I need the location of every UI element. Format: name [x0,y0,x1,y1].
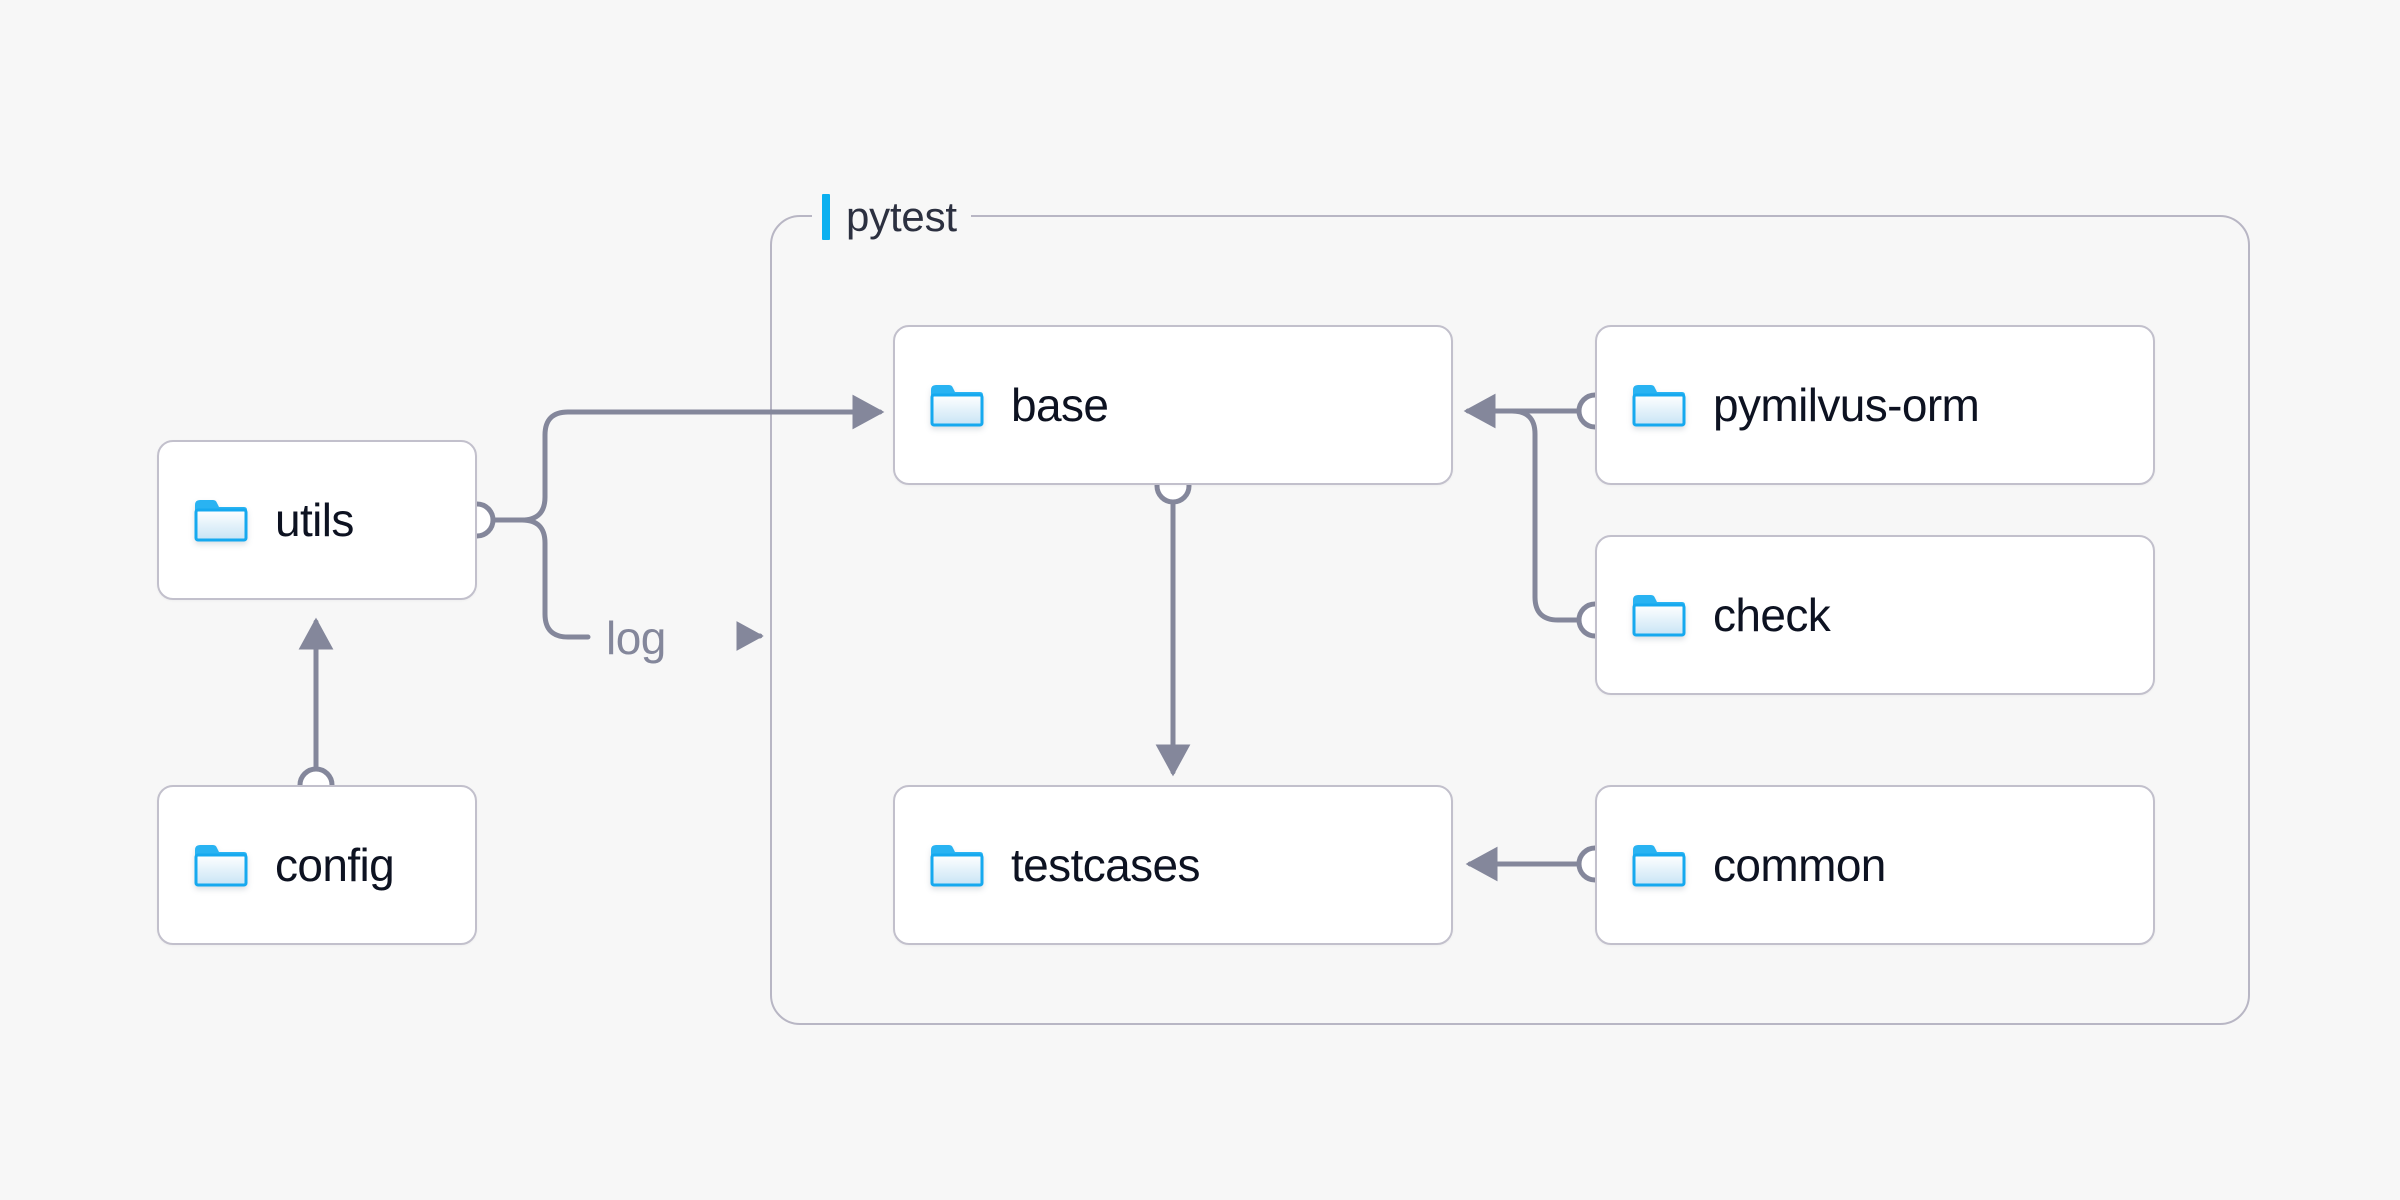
node-check[interactable]: check [1595,535,2155,695]
folder-icon [193,842,249,888]
folder-icon [1631,382,1687,428]
node-label: base [1011,379,1109,431]
group-label-text: pytest [846,193,957,240]
folder-icon [1631,842,1687,888]
group-accent-bar [822,194,830,240]
node-utils[interactable]: utils [157,440,477,600]
node-label: check [1713,589,1831,641]
node-config[interactable]: config [157,785,477,945]
node-base[interactable]: base [893,325,1453,485]
node-pymilvus-orm[interactable]: pymilvus-orm [1595,325,2155,485]
node-common[interactable]: common [1595,785,2155,945]
folder-icon [929,382,985,428]
node-label: config [275,839,395,891]
node-label: pymilvus-orm [1713,379,1980,431]
node-label: testcases [1011,839,1201,891]
node-label: common [1713,839,1886,891]
group-pytest [770,215,2250,1025]
folder-icon [929,842,985,888]
edge-label-log: log [606,612,666,664]
folder-icon [193,497,249,543]
node-testcases[interactable]: testcases [893,785,1453,945]
group-pytest-label: pytest [812,192,971,242]
node-label: utils [275,494,354,546]
edge-utils-log: log [491,517,764,664]
folder-icon [1631,592,1687,638]
